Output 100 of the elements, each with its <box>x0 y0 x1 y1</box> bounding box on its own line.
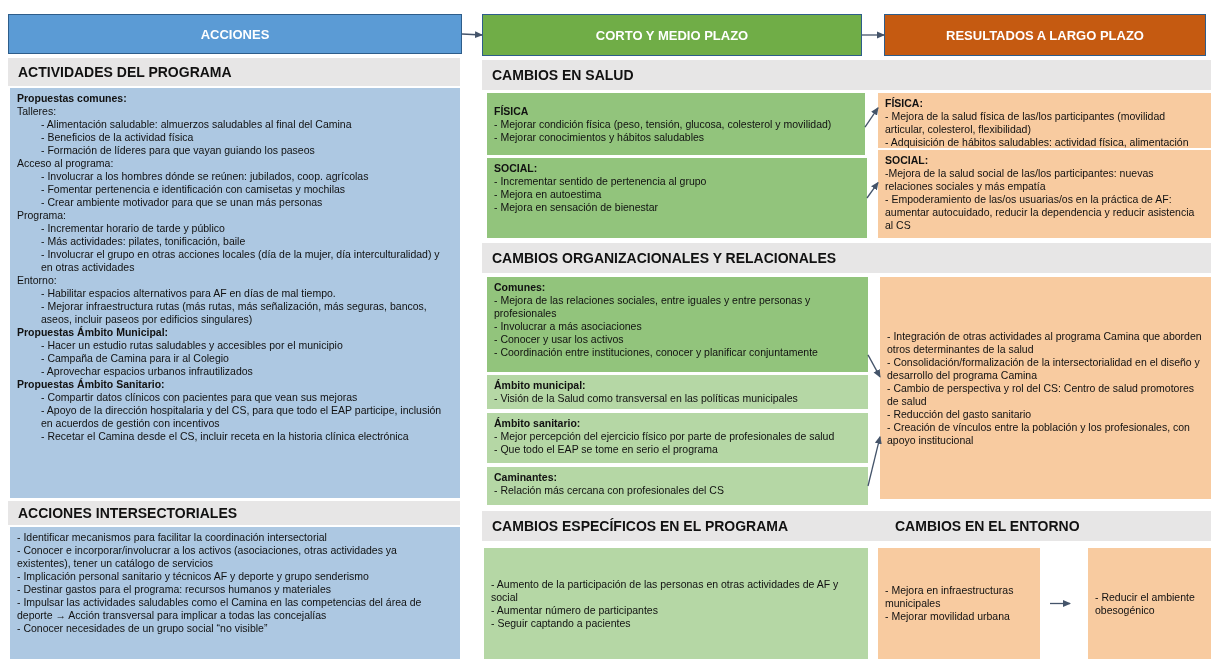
box-heading: Ámbito sanitario: <box>494 417 582 430</box>
subheading: Acceso al programa: <box>17 157 115 170</box>
list-item: - Involucrar el grupo en otras acciones locales (día de la mujer, día interculturalidad) y en otras actividades <box>40 248 441 274</box>
list-item: - Implicación personal sanitario y técnicos AF y deporte y grupo senderismo <box>17 570 370 583</box>
stage-header <box>8 14 462 54</box>
list-item: - Mejora en infraestructuras municipales <box>885 584 1015 610</box>
list-item: - Adquisición de hábitos saludables: actividad física, alimentación <box>885 136 1190 149</box>
list-item: - Campaña de Camina para ir al Colegio <box>40 352 230 365</box>
list-item: - Mejora de la salud física de las/los participantes (movilidad articular, colesterol, flexibilidad) <box>885 110 1167 136</box>
content-box <box>10 527 460 659</box>
section-title: CAMBIOS ESPECÍFICOS EN EL PROGRAMA <box>492 518 789 534</box>
section-band <box>482 511 1211 541</box>
list-item: - Visión de la Salud como transversal en las políticas municipales <box>494 392 799 405</box>
section-title: ACCIONES INTERSECTORIALES <box>18 505 238 521</box>
subheading: Programa: <box>17 209 68 222</box>
content-box <box>487 93 865 155</box>
list-item: - Fomentar pertenencia e identificación con camisetas y mochilas <box>40 183 347 196</box>
stage-header <box>884 14 1206 56</box>
list-item: - Involucrar a los hombres dónde se reúnen: jubilados, coop. agrícolas <box>40 170 370 183</box>
list-item: - Involucrar a más asociaciones <box>494 320 643 333</box>
arrow <box>1049 600 1071 607</box>
list-item: - Conocer e incorporar/involucrar a los activos (asociaciones, otras actividades ya existentes), tener un catálogo de servicios <box>17 544 398 570</box>
list-item: - Compartir datos clínicos con pacientes para que vean sus mejoras <box>40 391 359 404</box>
section-title: ACTIVIDADES DEL PROGRAMA <box>18 64 232 80</box>
list-item: - Relación más cercana con profesionales del CS <box>494 484 725 497</box>
box-heading: Comunes: <box>494 281 547 294</box>
list-item: - Conocer y usar los activos <box>494 333 625 346</box>
box-heading: Caminantes: <box>494 471 558 484</box>
list-item: - Empoderamiento de las/os usuarias/os en la práctica de AF: aumentar autocuidado, reducir la dependencia y reducir asistencia al CS <box>885 193 1196 232</box>
list-item: -Mejora de la salud social de las/los participantes: nuevas relaciones sociales y más empatía <box>885 167 1155 193</box>
arrow <box>867 354 881 378</box>
section-band <box>8 58 460 86</box>
header-title: RESULTADOS A LARGO PLAZO <box>946 27 1144 43</box>
content-box <box>487 467 868 505</box>
box-heading: FÍSICA <box>494 104 530 118</box>
section-band <box>482 60 1211 90</box>
arrow <box>861 31 885 39</box>
box-heading: Propuestas comunes: <box>17 92 128 105</box>
list-item: - Consolidación/formalización de la intersectorialidad en el diseño y desarrollo del programa Camina <box>887 355 1201 382</box>
list-item: - Mejorar condición física (peso, tensión, glucosa, colesterol y movilidad) <box>494 117 833 131</box>
arrow <box>864 107 879 128</box>
list-item: - Incrementar horario de tarde y público <box>40 222 226 235</box>
list-item: - Hacer un estudio rutas saludables y accesibles por el municipio <box>40 339 344 352</box>
list-item: - Identificar mecanismos para facilitar la coordinación intersectorial <box>17 531 328 544</box>
list-item: - Reducción del gasto sanitario <box>887 407 1033 421</box>
list-item: - Habilitar espacios alternativos para AF en días de mal tiempo. <box>40 287 337 300</box>
section-title: CAMBIOS EN SALUD <box>492 67 634 83</box>
list-item: - Integración de otras actividades al programa Camina que aborden otros determinantes de la salud <box>887 329 1203 356</box>
section-title: CAMBIOS EN EL ENTORNO <box>895 518 1080 534</box>
list-item: - Incrementar sentido de pertenencia al grupo <box>494 175 708 188</box>
stage-header <box>482 14 862 56</box>
content-box <box>878 548 1040 659</box>
list-item: - Reducir el ambiente obesogénico <box>1095 590 1196 617</box>
list-item: - Recetar el Camina desde el CS, incluir receta en la historia clínica electrónica <box>40 430 410 443</box>
arrow <box>866 181 879 199</box>
subheading: Talleres: <box>17 105 58 118</box>
list-item: - Aumento de la participación de las personas en otras actividades de AF y social <box>491 577 840 604</box>
content-box <box>487 277 868 372</box>
list-item: - Seguir captando a pacientes <box>491 616 632 630</box>
box-heading: Propuestas Ámbito Municipal: <box>17 326 170 339</box>
arrow <box>461 31 483 39</box>
list-item: - Impulsar las actividades saludables como el Camina en las competencias del área de deporte → Acción transversal para implicar a todas las concejalías <box>17 596 423 622</box>
subheading: Entorno: <box>17 274 58 287</box>
list-item: - Que todo el EAP se tome en serio el programa <box>494 443 719 456</box>
content-box <box>878 150 1211 238</box>
content-box <box>10 88 460 498</box>
list-item: - Mejor percepción del ejercicio físico por parte de profesionales de salud <box>494 430 836 443</box>
list-item: - Coordinación entre instituciones, conocer y planificar conjuntamente <box>494 346 819 359</box>
box-heading: SOCIAL: <box>885 154 930 167</box>
header-title: ACCIONES <box>200 26 270 42</box>
section-band <box>8 501 460 525</box>
list-item: - Mejorar movilidad urbana <box>885 610 1011 623</box>
box-heading: FÍSICA: <box>885 97 924 110</box>
list-item: - Destinar gastos para el programa: recursos humanos y materiales <box>17 583 332 596</box>
list-item: - Mejora en sensación de bienestar <box>494 201 659 214</box>
content-box <box>487 375 868 409</box>
section-band <box>482 243 1211 273</box>
list-item: - Aumentar número de participantes <box>491 603 659 617</box>
box-heading: Propuestas Ámbito Sanitario: <box>17 378 166 391</box>
list-item: - Formación de líderes para que vayan guiando los paseos <box>40 144 316 157</box>
arrow <box>867 435 882 487</box>
section-title: CAMBIOS ORGANIZACIONALES Y RELACIONALES <box>492 250 837 266</box>
content-box <box>1088 548 1211 659</box>
list-item: - Conocer necesidades de un grupo social “no visible” <box>17 622 269 635</box>
list-item: - Alimentación saludable: almuerzos saludables al final del Camina <box>40 118 353 131</box>
list-item: - Mejorar conocimientos y hábitos saludables <box>494 130 706 144</box>
list-item: - Cambio de perspectiva y rol del CS: Centro de salud promotores de salud <box>887 381 1195 408</box>
content-box <box>487 158 867 238</box>
box-heading: Ámbito municipal: <box>494 379 587 392</box>
header-title: CORTO Y MEDIO PLAZO <box>595 27 749 43</box>
content-box <box>487 413 868 463</box>
list-item: - Mejorar infraestructura rutas (más rutas, más señalización, más seguras, bancos, aseos, incluir paseos por edificios singulares) <box>40 300 428 326</box>
box-heading: SOCIAL: <box>494 162 539 175</box>
content-box <box>878 93 1211 148</box>
list-item: - Apoyo de la dirección hospitalaria y del CS, para que todo el EAP participe, inclusión en acuerdos de gestión con incentivos <box>40 404 443 430</box>
list-item: - Mejora de las relaciones sociales, entre iguales y entre personas y profesionales <box>494 294 812 320</box>
content-box <box>880 277 1211 499</box>
list-item: - Crear ambiente motivador para que se unan más personas <box>40 196 324 209</box>
list-item: - Creación de vínculos entre la población y los profesionales, con apoyo institucional <box>887 420 1191 447</box>
list-item: - Beneficios de la actividad física <box>40 131 195 144</box>
